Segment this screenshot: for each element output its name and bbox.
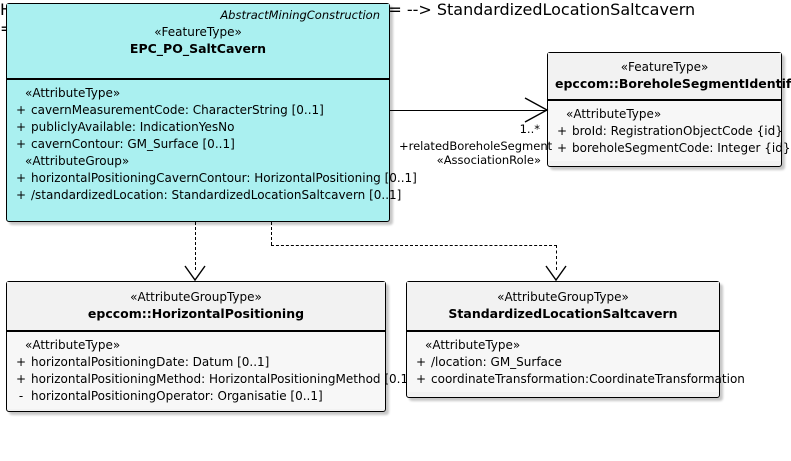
visibility-marker: + <box>15 120 27 134</box>
attribute-text: cavernMeasurementCode: CharacterString [… <box>31 103 324 117</box>
visibility-marker: + <box>15 171 27 185</box>
attribute-compartment-label: «AttributeGroup» <box>25 154 130 168</box>
class-header-horizontal-positioning: «AttributeGroupType» epccom::HorizontalP… <box>7 282 385 332</box>
visibility-marker: + <box>15 103 27 117</box>
visibility-marker: + <box>415 355 427 369</box>
attribute-row[interactable]: + horizontalPositioningMethod: Horizonta… <box>11 371 413 388</box>
visibility-marker: + <box>556 141 568 155</box>
dependency-arrowhead-horizontal-positioning <box>184 265 206 282</box>
class-name: EPC_PO_SaltCavern <box>129 41 267 56</box>
visibility-marker: + <box>15 372 27 386</box>
dependency-arrowhead-standardized-location <box>545 265 567 282</box>
association-role-name: +relatedBoreholeSegment <box>399 139 553 153</box>
class-name: epccom::BoreholeSegmentIdentification <box>555 76 791 91</box>
class-attributes-epc-po-saltcavern: «AttributeType» + cavernMeasurementCode:… <box>7 80 417 208</box>
class-box-epc-po-saltcavern[interactable]: AbstractMiningConstruction «FeatureType»… <box>6 3 417 222</box>
attribute-row[interactable]: + cavernContour: GM_Surface [0..1] <box>11 136 385 153</box>
class-stereotype: «AttributeGroupType» <box>130 290 262 304</box>
attribute-row[interactable]: + horizontalPositioningCavernContour: Ho… <box>11 170 417 187</box>
attribute-compartment-label: «AttributeType» <box>25 86 121 100</box>
association-stereotype: «AssociationRole» <box>436 153 541 167</box>
association-arrowhead-open <box>524 97 549 123</box>
class-stereotype: «AttributeGroupType» <box>497 290 629 304</box>
attribute-text: publiclyAvailable: IndicationYesNo <box>31 120 235 134</box>
association-multiplicity: 1..* <box>519 122 540 136</box>
class-attributes-horizontal-positioning: «AttributeType» + horizontalPositioningD… <box>7 332 413 409</box>
attribute-row[interactable]: + publiclyAvailable: IndicationYesNo <box>11 119 385 136</box>
attribute-row[interactable]: + coordinateTransformation:CoordinateTra… <box>411 371 745 388</box>
dependency-line-standardized-location-seg3[interactable] <box>556 245 557 270</box>
attribute-text: coordinateTransformation:CoordinateTrans… <box>431 372 745 386</box>
attribute-text: horizontalPositioningOperator: Organisat… <box>31 389 323 403</box>
attribute-text: /location: GM_Surface <box>431 355 562 369</box>
class-header-epc-po-saltcavern: AbstractMiningConstruction «FeatureType»… <box>7 4 389 80</box>
class-stereotype: «FeatureType» <box>620 60 709 74</box>
attribute-row[interactable]: + broId: RegistrationObjectCode {id} <box>552 123 783 140</box>
visibility-marker: - <box>18 389 24 403</box>
class-box-standardized-location-saltcavern[interactable]: «AttributeGroupType» StandardizedLocatio… <box>406 281 745 398</box>
attribute-text: horizontalPositioningDate: Datum [0..1] <box>31 355 270 369</box>
attribute-text: horizontalPositioningCavernContour: Hori… <box>31 171 417 185</box>
visibility-marker: + <box>556 124 568 138</box>
attribute-row[interactable]: + /standardizedLocation: StandardizedLoc… <box>11 187 401 204</box>
attribute-text: horizontalPositioningMethod: HorizontalP… <box>31 372 413 386</box>
visibility-marker: + <box>15 137 27 151</box>
attribute-compartment-label: «AttributeType» <box>425 338 521 352</box>
dependency-line-standardized-location-seg2[interactable] <box>271 245 557 246</box>
attribute-row[interactable]: - horizontalPositioningOperator: Organis… <box>11 388 381 405</box>
visibility-marker: + <box>15 355 27 369</box>
class-box-horizontal-positioning[interactable]: «AttributeGroupType» epccom::HorizontalP… <box>6 281 413 412</box>
visibility-marker: + <box>15 188 27 202</box>
attribute-text: /standardizedLocation: StandardizedLocat… <box>31 188 402 202</box>
attribute-compartment-label: «AttributeType» <box>25 338 121 352</box>
association-line-related-borehole-segment[interactable] <box>390 110 547 111</box>
class-header-borehole-segment-identification: «FeatureType» epccom::BoreholeSegmentIde… <box>548 53 791 101</box>
attribute-text: broId: RegistrationObjectCode {id} <box>572 124 783 138</box>
class-attributes-borehole-segment-identification: «AttributeType» + broId: RegistrationObj… <box>548 101 791 161</box>
class-name: epccom::HorizontalPositioning <box>87 306 305 321</box>
class-stereotype: «FeatureType» <box>154 25 242 39</box>
attribute-row[interactable]: + boreholeSegmentCode: Integer {id} <box>552 140 791 157</box>
dependency-line-standardized-location-seg1[interactable] <box>271 222 272 245</box>
dependency-line-horizontal-positioning[interactable] <box>195 222 196 270</box>
class-attributes-standardized-location-saltcavern: «AttributeType» + /location: GM_Surface … <box>407 332 745 392</box>
class-header-standardized-location-saltcavern: «AttributeGroupType» StandardizedLocatio… <box>407 282 719 332</box>
attribute-text: boreholeSegmentCode: Integer {id} <box>572 141 791 155</box>
attribute-text: cavernContour: GM_Surface [0..1] <box>31 137 235 151</box>
attribute-row[interactable]: + cavernMeasurementCode: CharacterString… <box>11 102 385 119</box>
attribute-row[interactable]: + /location: GM_Surface <box>411 354 715 371</box>
class-box-borehole-segment-identification[interactable]: «FeatureType» epccom::BoreholeSegmentIde… <box>547 52 791 167</box>
attribute-row[interactable]: + horizontalPositioningDate: Datum [0..1… <box>11 354 381 371</box>
visibility-marker: + <box>415 372 427 386</box>
package-label: AbstractMiningConstruction <box>220 8 380 22</box>
class-name: StandardizedLocationSaltcavern <box>448 306 678 321</box>
attribute-compartment-label: «AttributeType» <box>566 107 662 121</box>
